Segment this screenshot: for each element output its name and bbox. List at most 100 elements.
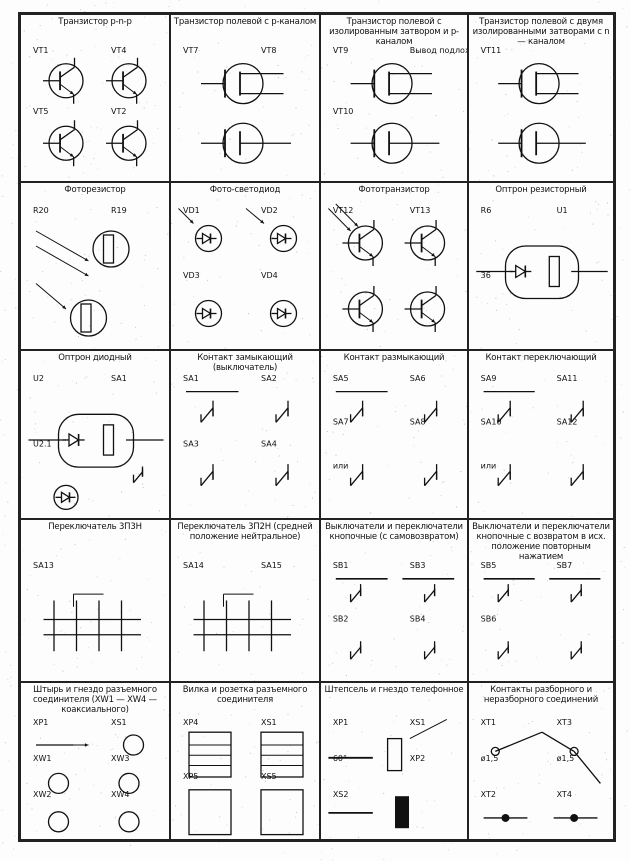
cell-title: Выключатели и переключатели кнопочные (с… (325, 522, 463, 542)
symbol-cell: Штырь и гнездо разъемного соединителя (X… (20, 682, 170, 840)
cell-title: Переключатель 3П3Н (48, 522, 142, 532)
ref-label: VD1 (183, 206, 200, 215)
ref-label: XS1 (410, 718, 426, 727)
cell-title: Выключатели и переключатели кнопочные с … (472, 522, 610, 562)
ref-label: VT7 (183, 46, 198, 55)
ref-label: VT1 (33, 46, 48, 55)
cell-title: Фототранзистор (358, 185, 430, 195)
ref-label: R20 (33, 206, 49, 215)
ref-label: 36 (481, 271, 491, 280)
ref-label: XP5 (183, 772, 198, 781)
ref-label: XP4 (183, 718, 198, 727)
cell-title: Фото-светодиод (209, 185, 281, 195)
ref-label: XS2 (333, 790, 349, 799)
ref-label: SA6 (410, 374, 426, 383)
ref-label: R6 (481, 206, 492, 215)
ref-label: XS1 (111, 718, 127, 727)
ref-label: SA3 (183, 440, 199, 449)
cell-title: Контакт замыкающий (выключатель) (197, 353, 293, 373)
ref-label: SA5 (333, 374, 349, 383)
cell-title: Переключатель 3П2Н (средней положение не… (177, 522, 313, 542)
cell-title: Контакт размыкающий (343, 353, 445, 363)
cell-title: Оптрон резисторный (495, 185, 587, 195)
symbol-cell: Переключатель 3П2Н (средней положение не… (170, 519, 320, 682)
ref-label: SA8 (410, 418, 426, 427)
ref-label: VT8 (261, 46, 276, 55)
ref-label: XS1 (261, 718, 277, 727)
ref-label: XP1 (333, 718, 348, 727)
ref-label: SA13 (33, 561, 54, 570)
ref-label: U2 (33, 374, 44, 383)
cell-title: Транзистор полевой с p-каналом (173, 17, 317, 27)
symbol-drawing: VT7 VT8 (183, 46, 291, 164)
ref-label: SA10 (481, 418, 502, 427)
ref-label: или (333, 461, 349, 470)
ref-label: SB4 (410, 615, 426, 624)
cell-title: Оптрон диодный (58, 353, 132, 363)
ref-label: VT11 (481, 46, 502, 55)
cell-title: Транзистор p-n-p (58, 17, 132, 27)
ref-label: SB5 (481, 561, 497, 570)
ref-label: XT4 (557, 790, 572, 799)
ref-label: SA12 (557, 418, 578, 427)
ref-label: VD2 (261, 206, 278, 215)
ref-label: VT5 (33, 107, 48, 116)
ref-label: SA9 (481, 374, 497, 383)
ref-label: SB7 (557, 561, 573, 570)
ref-label: SB1 (333, 561, 349, 570)
ref-label: U1 (557, 206, 568, 215)
ref-label: VD4 (261, 271, 278, 280)
ref-label: XW4 (111, 790, 129, 799)
ref-label: VD3 (183, 271, 200, 280)
cell-title: Транзистор полевой с изолированным затво… (329, 17, 459, 47)
ref-label: SA7 (333, 418, 349, 427)
symbol-cell: Контакты разборного и неразборного соеди… (468, 682, 614, 840)
ref-label: SA4 (261, 440, 277, 449)
symbol-drawing: R6 U1 36 (476, 206, 608, 300)
ref-label: VT9 (333, 46, 348, 55)
ref-label: VT4 (111, 46, 126, 55)
ref-label: SA1 (111, 374, 127, 383)
cell-title: Контакты разборного и неразборного соеди… (483, 685, 599, 705)
ref-label: SB2 (333, 615, 349, 624)
symbol-cell: Выключатели и переключатели кнопочные (с… (320, 519, 468, 682)
ref-label: SA2 (261, 374, 277, 383)
ref-label: VT12 (333, 206, 354, 215)
ref-label: VT13 (410, 206, 431, 215)
cell-title: Транзистор полевой с двумя изолированным… (472, 17, 610, 47)
symbol-cell: Транзистор полевой с двумя изолированным… (468, 14, 614, 182)
ref-label: XS5 (261, 772, 277, 781)
symbol-drawing: VT12 VT13 (328, 203, 446, 332)
symbol-drawing: SA13 (33, 561, 141, 652)
symbol-drawing: VT11 (481, 46, 586, 164)
ref-label: SA14 (183, 561, 204, 570)
ref-label: XW3 (111, 754, 129, 763)
ref-label: или (481, 461, 497, 470)
ref-label: VT2 (111, 107, 126, 116)
